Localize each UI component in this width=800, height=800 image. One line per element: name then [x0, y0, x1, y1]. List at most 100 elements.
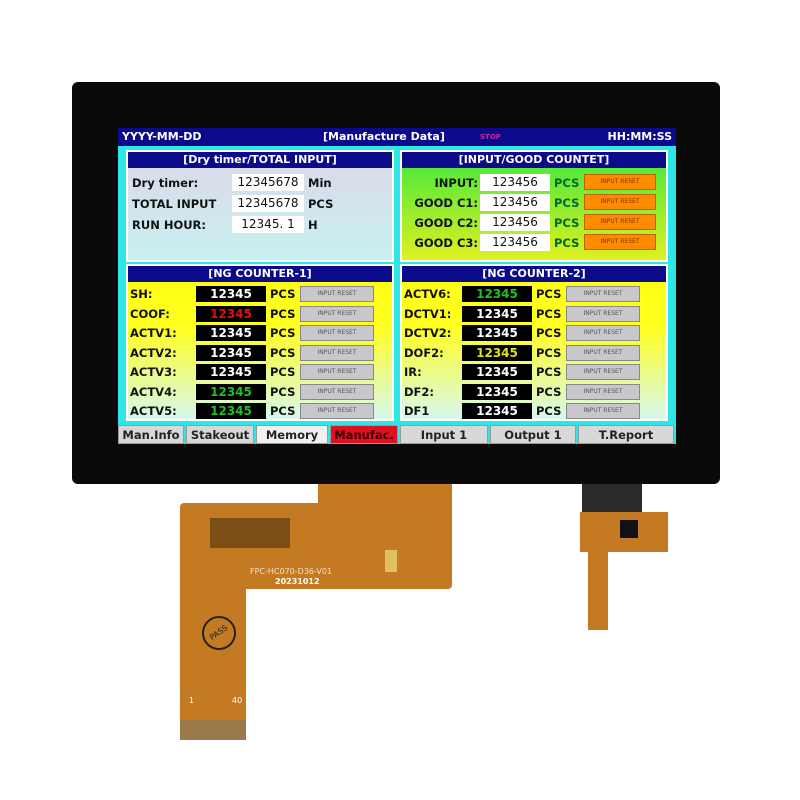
ng-row-value: 12345: [462, 364, 532, 380]
tab-output-1[interactable]: Output 1: [490, 425, 576, 444]
input-reset-button[interactable]: INPUT RESET: [584, 174, 656, 190]
ng-row-label: DOF2:: [404, 345, 444, 360]
input-reset-button[interactable]: INPUT RESET: [566, 383, 640, 400]
good-row-label: INPUT:: [434, 176, 478, 190]
touch-fpc-dark: [582, 484, 642, 514]
dry-row-value: 12345. 1: [232, 216, 304, 233]
tab-t-report[interactable]: T.Report: [578, 425, 674, 444]
tab-man-info[interactable]: Man.Info: [118, 425, 184, 444]
input-reset-button[interactable]: INPUT RESET: [566, 344, 640, 361]
ng-row-value: 12345: [196, 325, 266, 341]
ng-row-label: ACTV1:: [130, 326, 177, 340]
ng-row-unit: PCS: [536, 306, 562, 321]
ng-row-label: ACTV5:: [130, 404, 177, 418]
ng-row-unit: PCS: [270, 404, 296, 418]
ng-row-label: COOF:: [130, 306, 170, 321]
ng-row-label: ACTV3:: [130, 365, 177, 379]
input-reset-button[interactable]: INPUT RESET: [300, 325, 374, 341]
ng-counter-2-panel: [NG COUNTER-2] ACTV6: 12345 PCS INPUT RE…: [400, 264, 668, 421]
good-row-label: GOOD C3:: [414, 236, 478, 250]
input-reset-button[interactable]: INPUT RESET: [566, 403, 640, 419]
good-row-value: 123456: [480, 194, 550, 211]
fpc-contacts: [385, 550, 397, 572]
ng-row-unit: PCS: [270, 326, 296, 340]
fpc-connector: [180, 720, 246, 740]
ng-row-label: DCTV2:: [404, 326, 452, 340]
ng-row-value: 12345: [462, 403, 532, 419]
good-row-unit: PCS: [554, 176, 580, 190]
dry-row-value: 12345678: [232, 174, 304, 191]
ng-counter-1-panel: [NG COUNTER-1] SH: 12345 PCS INPUT RESET…: [126, 264, 394, 421]
input-reset-button[interactable]: INPUT RESET: [566, 305, 640, 322]
ng-row-value: 12345: [462, 325, 532, 341]
dry-row-unit: Min: [308, 176, 332, 190]
ng-row-label: ACTV6:: [404, 287, 451, 301]
dry-timer-panel: [Dry timer/TOTAL INPUT] Dry timer: 12345…: [126, 150, 394, 262]
dry-row-label: TOTAL INPUT: [132, 197, 217, 211]
ng1-panel-title: [NG COUNTER-1]: [128, 266, 392, 282]
tab-memory[interactable]: Memory: [256, 425, 328, 444]
ng-row-value: 12345: [462, 305, 532, 322]
ng-row-value: 12345: [196, 403, 266, 419]
lcd-screen: YYYY-MM-DD [Manufacture Data] STOP HH:MM…: [118, 128, 676, 444]
ng-row-unit: PCS: [270, 306, 296, 321]
good-row-unit: PCS: [554, 216, 580, 230]
good-row-label: GOOD C2:: [414, 216, 478, 230]
input-reset-button[interactable]: INPUT RESET: [584, 214, 656, 230]
input-reset-button[interactable]: INPUT RESET: [300, 383, 374, 400]
ng-row-unit: PCS: [270, 384, 296, 399]
touch-controller-chip: [620, 520, 638, 538]
good-row-label: GOOD C1:: [414, 196, 478, 210]
ng-row-value: 12345: [462, 286, 532, 302]
input-reset-button[interactable]: INPUT RESET: [566, 364, 640, 380]
good-row-value: 123456: [480, 174, 550, 191]
dry-row-value: 12345678: [232, 195, 304, 212]
good-row-unit: PCS: [554, 236, 580, 250]
input-reset-button[interactable]: INPUT RESET: [300, 403, 374, 419]
dry-row-unit: PCS: [308, 197, 334, 211]
good-row-unit: PCS: [554, 196, 580, 210]
ng-row-unit: PCS: [270, 345, 296, 360]
ng-row-label: DCTV1:: [404, 306, 452, 321]
ng-row-unit: PCS: [270, 365, 296, 379]
input-reset-button[interactable]: INPUT RESET: [584, 194, 656, 210]
touch-fpc-tail: [588, 550, 608, 630]
input-reset-button[interactable]: INPUT RESET: [300, 344, 374, 361]
ng-row-unit: PCS: [536, 384, 562, 399]
ng-row-unit: PCS: [536, 345, 562, 360]
ng-row-value: 12345: [462, 344, 532, 361]
tab-manufac[interactable]: Manufac.: [330, 425, 398, 444]
input-reset-button[interactable]: INPUT RESET: [300, 286, 374, 302]
dry-row-label: RUN HOUR:: [132, 218, 207, 232]
input-reset-button[interactable]: INPUT RESET: [300, 305, 374, 322]
header-status: STOP: [480, 133, 501, 141]
tab-stakeout[interactable]: Stakeout: [186, 425, 254, 444]
input-reset-button[interactable]: INPUT RESET: [566, 325, 640, 341]
dry-row-label: Dry timer:: [132, 176, 199, 190]
input-reset-button[interactable]: INPUT RESET: [584, 234, 656, 250]
ng-row-value: 12345: [196, 383, 266, 400]
dry-row-unit: H: [308, 218, 318, 232]
ng-row-value: 12345: [462, 383, 532, 400]
ng-row-label: DF1: [404, 404, 430, 418]
ng-row-unit: PCS: [536, 404, 562, 418]
ng-row-label: SH:: [130, 287, 153, 301]
ng-row-unit: PCS: [536, 365, 562, 379]
pin-label-last: 40: [232, 696, 243, 705]
ng-row-value: 12345: [196, 305, 266, 322]
dry-panel-title: [Dry timer/TOTAL INPUT]: [128, 152, 392, 168]
good-counter-panel: [INPUT/GOOD COUNTET] INPUT: 123456 PCS I…: [400, 150, 668, 262]
input-reset-button[interactable]: INPUT RESET: [300, 364, 374, 380]
pin-label-first: 1: [189, 696, 195, 705]
header-date: YYYY-MM-DD: [122, 130, 202, 143]
input-reset-button[interactable]: INPUT RESET: [566, 286, 640, 302]
ng-row-unit: PCS: [270, 287, 296, 301]
fpc-components: [210, 518, 290, 548]
tab-input-1[interactable]: Input 1: [400, 425, 488, 444]
good-row-value: 123456: [480, 214, 550, 231]
ng-row-label: DF2:: [404, 384, 435, 399]
ng-row-value: 12345: [196, 344, 266, 361]
fpc-cable-tail: [180, 580, 246, 740]
ng-row-label: ACTV2:: [130, 345, 177, 360]
ng-row-label: IR:: [404, 365, 422, 379]
